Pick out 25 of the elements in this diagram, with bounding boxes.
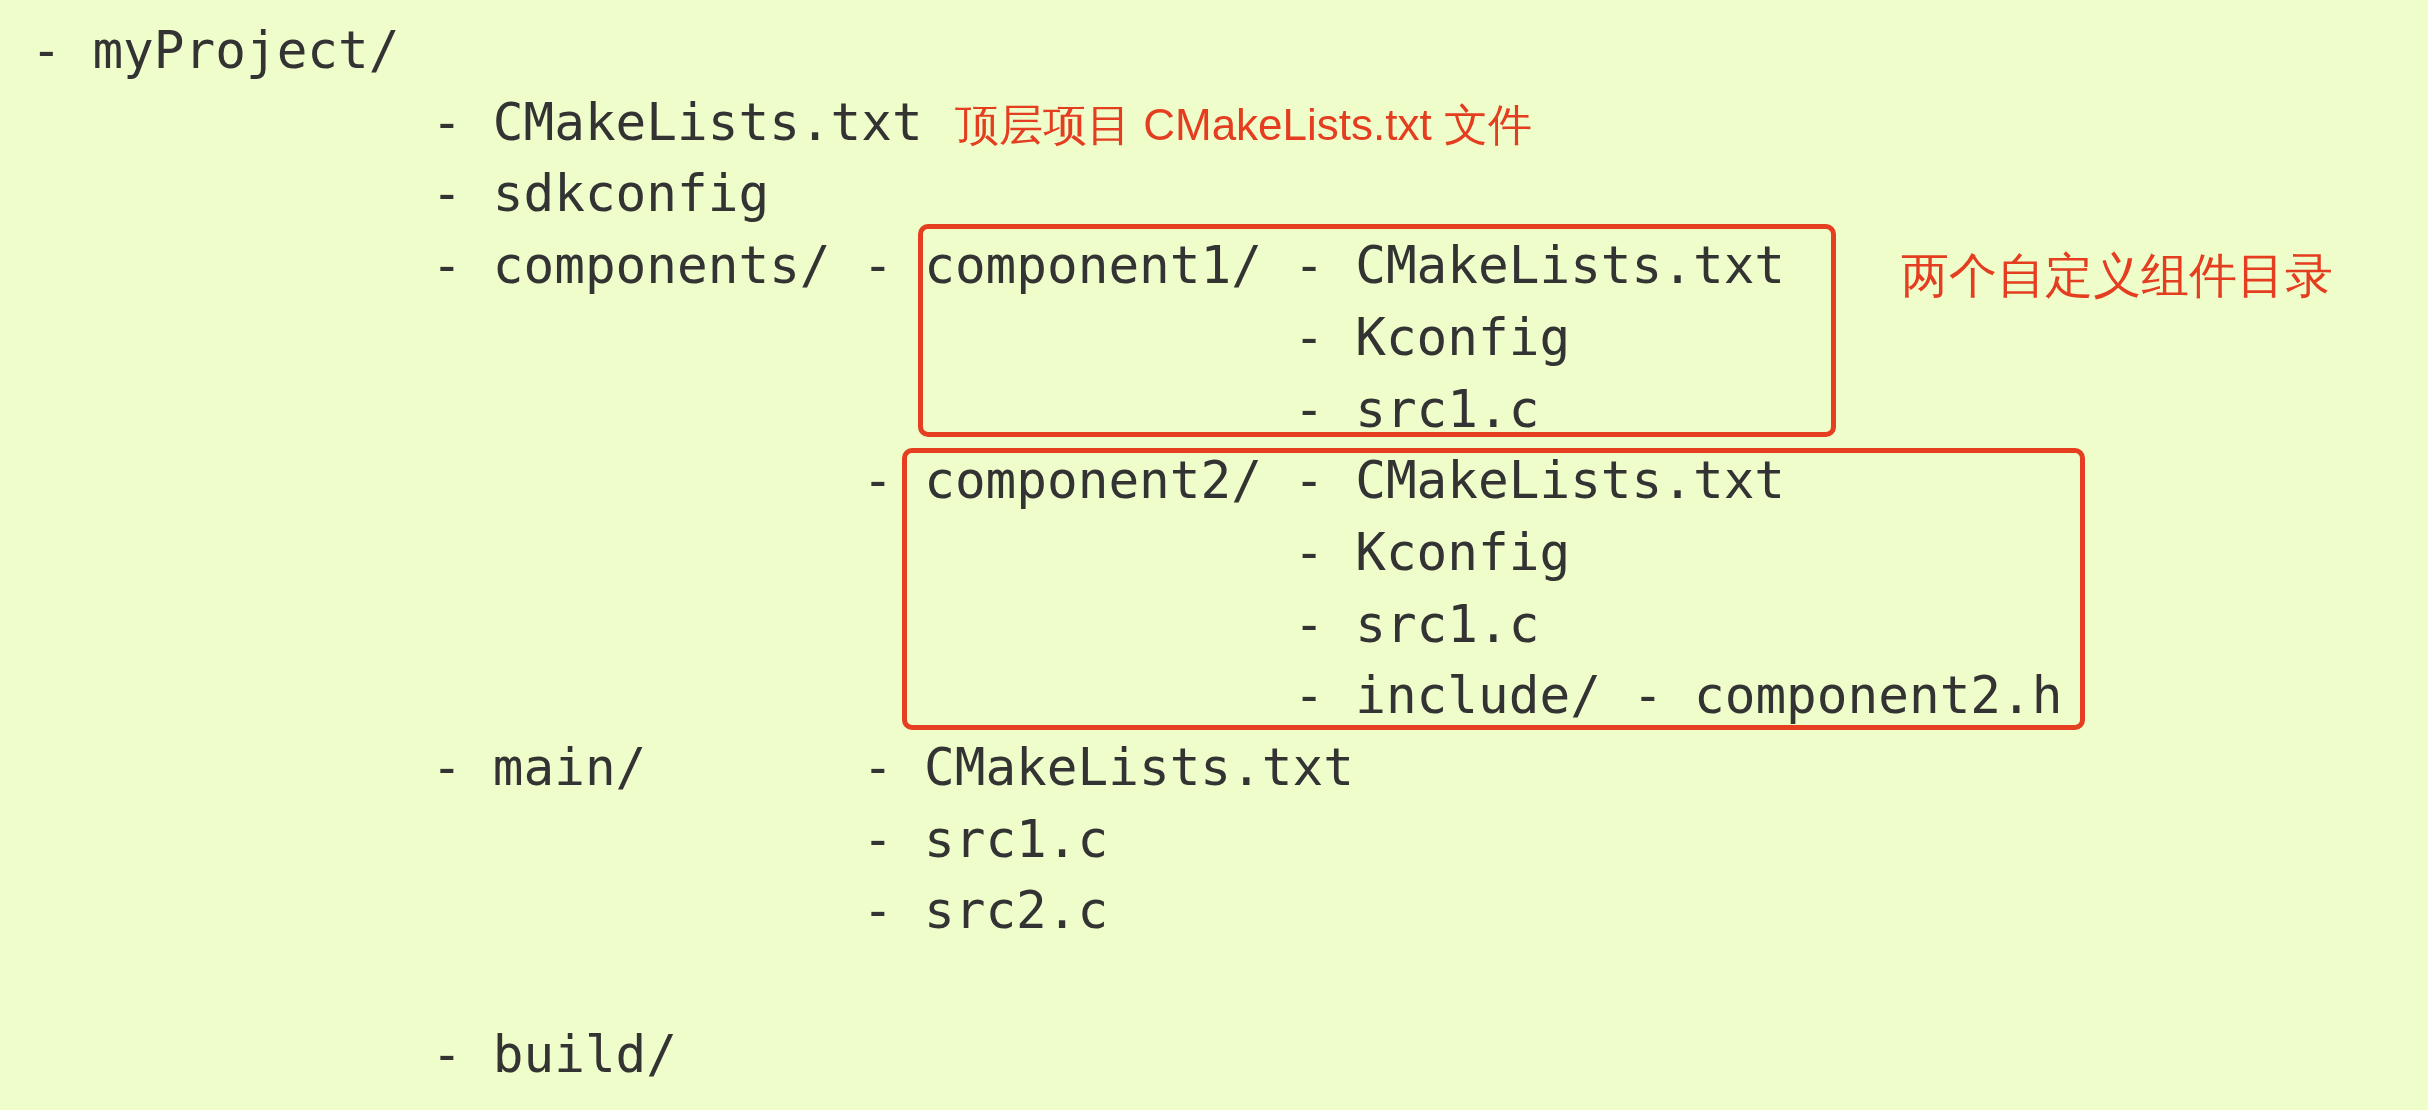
file-name: - CMakeLists.txt [862, 740, 1354, 796]
directory-name: - build/ [431, 1026, 678, 1083]
file-name: - src1.c [862, 811, 1109, 868]
annotation-text: 两个自定义组件目录 [1901, 248, 2333, 304]
directory-name: - components/ [431, 238, 831, 295]
directory-name: component2/ [924, 453, 1262, 510]
file-name: - CMakeLists.txt [1293, 238, 1786, 295]
tree-dash: - [862, 238, 894, 295]
file-name: - CMakeLists.txt [431, 94, 923, 151]
file-name: - src1.c [1293, 596, 1540, 653]
directory-name: - include/ [1293, 668, 1601, 725]
directory-name: - myProject/ [31, 23, 400, 79]
file-name: - Kconfig [1293, 524, 1571, 581]
highlight-box [902, 448, 2085, 730]
file-name: - sdkconfig [431, 166, 770, 223]
file-name: - component2.h [1632, 668, 2063, 725]
file-name: - src2.c [862, 883, 1109, 940]
annotation-text: 顶层项目 CMakeLists.txt 文件 [955, 98, 1532, 151]
directory-name: component1/ [924, 238, 1262, 295]
file-name: - CMakeLists.txt [1293, 453, 1786, 510]
highlight-box [918, 224, 1836, 437]
tree-dash: - [862, 453, 894, 510]
directory-name: - main/ [431, 740, 647, 796]
file-name: - src1.c [1293, 381, 1540, 438]
file-name: - Kconfig [1293, 309, 1571, 366]
